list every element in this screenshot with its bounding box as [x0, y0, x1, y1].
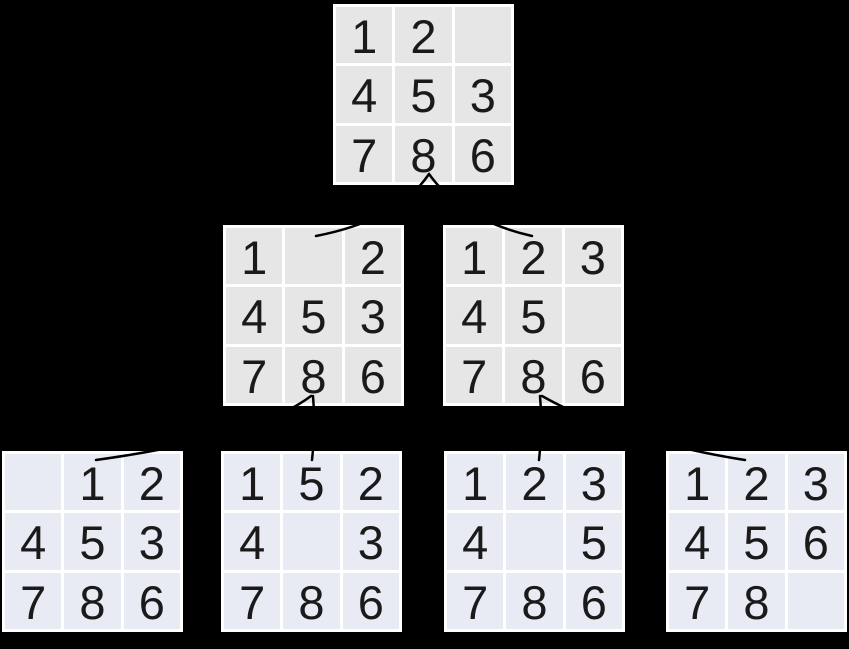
- puzzle-cell: 1: [446, 228, 503, 285]
- puzzle-node-leaf-1: 1 2 4 5 3 7 8 6: [2, 451, 183, 632]
- puzzle-cell: 2: [506, 454, 563, 511]
- puzzle-cell: 4: [224, 513, 281, 570]
- puzzle-cell: 6: [454, 125, 511, 182]
- puzzle-cell: 8: [506, 572, 563, 629]
- puzzle-cell: 6: [787, 513, 844, 570]
- puzzle-cell: 7: [336, 125, 393, 182]
- puzzle-cell: 4: [336, 66, 393, 123]
- puzzle-cell: 3: [344, 287, 401, 344]
- puzzle-node-leaf-4: 1 2 3 4 5 6 7 8: [666, 451, 847, 632]
- puzzle-cell: 8: [728, 572, 785, 629]
- puzzle-cell: 2: [728, 454, 785, 511]
- puzzle-cell: 3: [787, 454, 844, 511]
- puzzle-cell: [564, 287, 621, 344]
- puzzle-cell: 1: [336, 7, 393, 64]
- puzzle-cell: 7: [447, 572, 504, 629]
- puzzle-node-leaf-2: 1 5 2 4 3 7 8 6: [221, 451, 402, 632]
- puzzle-node-root: 1 2 4 5 3 7 8 6: [333, 4, 514, 185]
- puzzle-node-child-right: 1 2 3 4 5 7 8 6: [443, 225, 624, 406]
- puzzle-cell: 3: [342, 513, 399, 570]
- puzzle-cell: 6: [564, 346, 621, 403]
- puzzle-cell: 8: [64, 572, 121, 629]
- puzzle-cell: 2: [505, 228, 562, 285]
- puzzle-cell: 5: [64, 513, 121, 570]
- puzzle-cell: 5: [395, 66, 452, 123]
- puzzle-cell: 1: [224, 454, 281, 511]
- puzzle-cell: 7: [226, 346, 283, 403]
- puzzle-cell: 3: [565, 454, 622, 511]
- puzzle-node-child-left: 1 2 4 5 3 7 8 6: [223, 225, 404, 406]
- puzzle-cell: 8: [283, 572, 340, 629]
- puzzle-cell: 2: [342, 454, 399, 511]
- puzzle-cell: 5: [505, 287, 562, 344]
- puzzle-cell: 2: [344, 228, 401, 285]
- puzzle-cell: 8: [285, 346, 342, 403]
- puzzle-cell: 2: [395, 7, 452, 64]
- puzzle-cell: 6: [123, 572, 180, 629]
- puzzle-cell: 1: [226, 228, 283, 285]
- puzzle-cell: [506, 513, 563, 570]
- puzzle-cell: 4: [226, 287, 283, 344]
- puzzle-cell: 7: [446, 346, 503, 403]
- puzzle-cell: 5: [728, 513, 785, 570]
- puzzle-cell: [285, 228, 342, 285]
- puzzle-cell: 7: [5, 572, 62, 629]
- puzzle-cell: 6: [565, 572, 622, 629]
- puzzle-cell: 5: [283, 454, 340, 511]
- puzzle-node-leaf-3: 1 2 3 4 5 7 8 6: [444, 451, 625, 632]
- puzzle-cell: 6: [342, 572, 399, 629]
- puzzle-cell: 4: [446, 287, 503, 344]
- puzzle-cell: 1: [669, 454, 726, 511]
- puzzle-cell: 4: [447, 513, 504, 570]
- puzzle-cell: 5: [285, 287, 342, 344]
- puzzle-cell: 8: [505, 346, 562, 403]
- puzzle-cell: 3: [454, 66, 511, 123]
- puzzle-cell: [283, 513, 340, 570]
- puzzle-cell: 8: [395, 125, 452, 182]
- puzzle-cell: 1: [64, 454, 121, 511]
- puzzle-cell: 5: [565, 513, 622, 570]
- puzzle-cell: 3: [123, 513, 180, 570]
- puzzle-cell: [454, 7, 511, 64]
- puzzle-cell: 7: [224, 572, 281, 629]
- puzzle-cell: 4: [5, 513, 62, 570]
- puzzle-cell: 3: [564, 228, 621, 285]
- puzzle-cell: 2: [123, 454, 180, 511]
- puzzle-cell: 7: [669, 572, 726, 629]
- puzzle-cell: [787, 572, 844, 629]
- puzzle-cell: [5, 454, 62, 511]
- puzzle-cell: 1: [447, 454, 504, 511]
- puzzle-cell: 6: [344, 346, 401, 403]
- puzzle-cell: 4: [669, 513, 726, 570]
